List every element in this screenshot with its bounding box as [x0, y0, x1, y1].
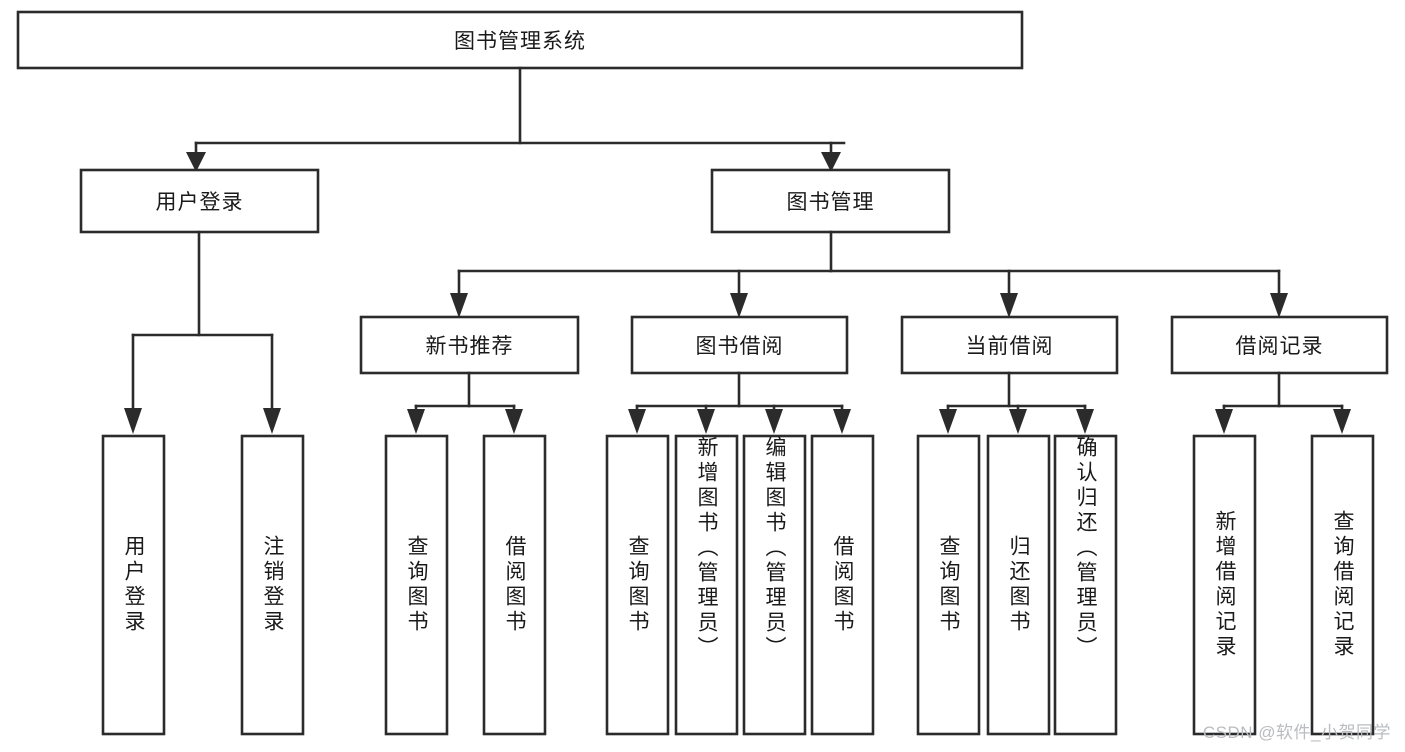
- arrow-to-borrow-record: [1270, 293, 1288, 318]
- node-leaf-borrow-book-2[interactable]: [810, 434, 875, 736]
- node-leaf-query-book-2[interactable]: [605, 434, 670, 736]
- node-leaf-confirm-return[interactable]: [1053, 434, 1118, 736]
- arrow-to-leaf-return-book: [1009, 409, 1027, 434]
- node-leaf-user-login[interactable]: [101, 434, 166, 736]
- arrow-to-leaf-edit-book: [765, 409, 783, 434]
- arrow-root-to-book-management: [821, 152, 841, 172]
- arrow-to-leaf-query-book-1: [407, 409, 425, 434]
- arrow-to-new-book-recommend: [450, 293, 468, 318]
- node-用户登录[interactable]: [79, 168, 320, 234]
- arrow-to-leaf-add-book: [697, 409, 715, 434]
- arrow-to-leaf-query-book-3: [939, 409, 957, 434]
- node-leaf-query-record[interactable]: [1310, 434, 1375, 736]
- arrow-to-current-borrow: [1000, 293, 1018, 318]
- node-leaf-return-book[interactable]: [986, 434, 1051, 736]
- node-leaf-edit-book[interactable]: [742, 434, 807, 736]
- arrow-to-leaf-user-logout: [263, 408, 281, 434]
- node-图书借阅[interactable]: [630, 315, 849, 375]
- watermark-text: CSDN @软件_小贺同学: [1202, 723, 1391, 742]
- arrow-root-to-user-login: [186, 152, 206, 172]
- arrow-to-leaf-user-login: [124, 408, 142, 434]
- node-图书管理[interactable]: [710, 168, 951, 234]
- arrow-to-leaf-borrow-book-2: [833, 409, 851, 434]
- arrow-to-book-borrow: [730, 293, 748, 318]
- node-leaf-query-book-1[interactable]: [384, 434, 449, 736]
- node-leaf-borrow-book-1[interactable]: [482, 434, 547, 736]
- arrow-to-leaf-add-record: [1215, 409, 1233, 434]
- node-root-图书管理系统[interactable]: [16, 10, 1024, 70]
- node-leaf-user-logout[interactable]: [240, 434, 305, 736]
- node-借阅记录[interactable]: [1170, 315, 1389, 375]
- arrow-to-leaf-query-record: [1333, 409, 1351, 434]
- node-leaf-add-book[interactable]: [674, 434, 739, 736]
- node-leaf-add-record[interactable]: [1192, 434, 1257, 736]
- node-当前借阅[interactable]: [900, 315, 1119, 375]
- arrow-to-leaf-confirm-return: [1076, 409, 1094, 434]
- arrow-to-leaf-borrow-book-1: [505, 409, 523, 434]
- node-leaf-query-book-3[interactable]: [916, 434, 981, 736]
- arrow-to-leaf-query-book-2: [628, 409, 646, 434]
- node-新书推荐[interactable]: [359, 315, 580, 375]
